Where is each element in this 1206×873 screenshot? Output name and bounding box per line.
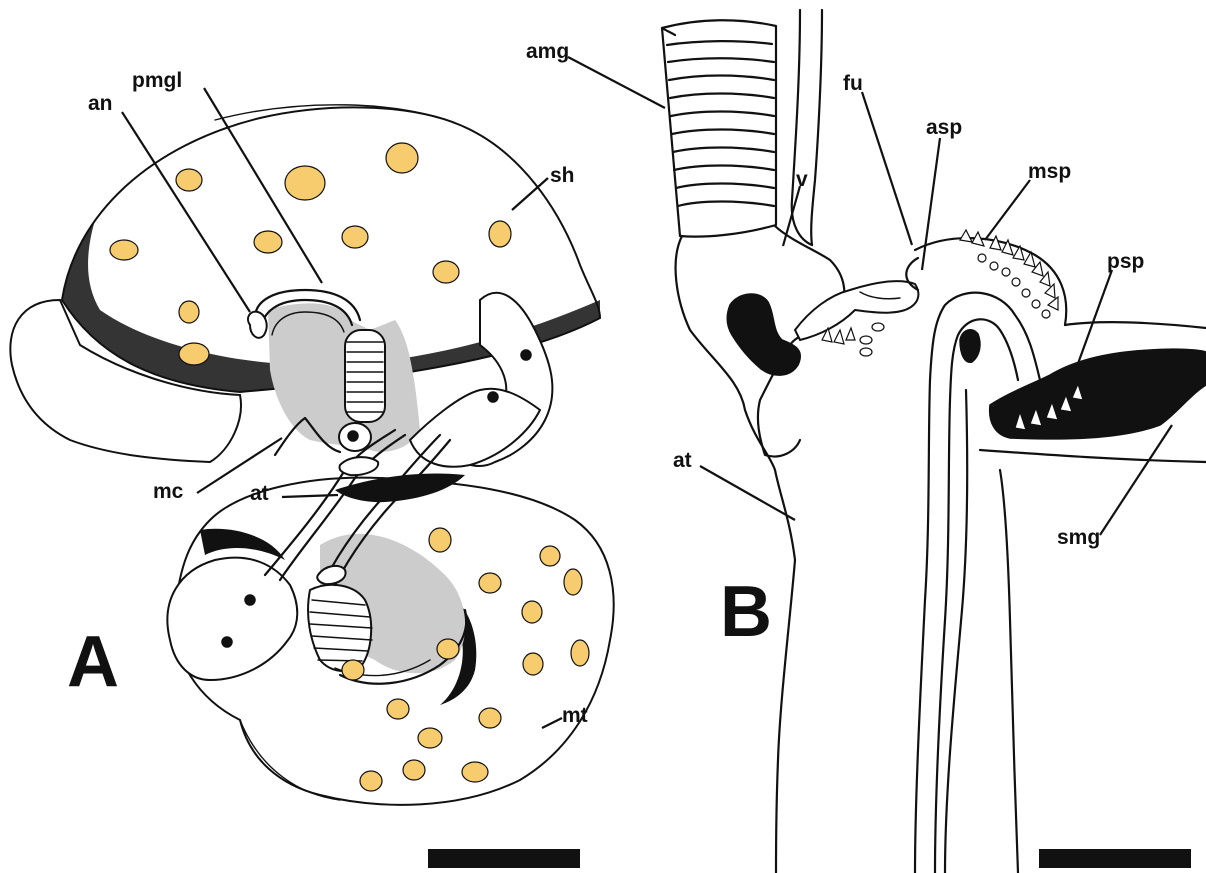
scale-bar-b [1039,849,1191,868]
label-asp: asp [926,116,962,139]
label-mc: mc [153,480,184,503]
inner-dark-tip [960,330,980,363]
label-an: an [88,92,113,115]
upper-head [410,389,540,467]
gland-left [727,294,800,375]
eye-upper-1 [521,350,531,360]
scale-bar-a [428,849,580,868]
eye-upper-2 [488,392,498,402]
label-v: v [796,168,808,191]
leader-amg [568,57,665,108]
label-at-b: at [673,449,692,472]
panel-b: amg fu asp msp v psp at smg B [526,10,1206,873]
panel-label-a: A [67,622,119,702]
beak-structure [795,281,918,340]
label-amg: amg [526,40,569,63]
leader-fu [862,92,912,245]
panel-a: an pmgl sh mc at mt A [10,69,613,868]
label-pmgl: pmgl [132,69,182,92]
panel-label-b: B [720,572,772,652]
amg-column [662,20,776,236]
label-psp: psp [1107,250,1144,273]
label-sh: sh [550,164,575,187]
eye-lower-1 [245,595,255,605]
inner-tube [915,293,1040,873]
leader-smg [1100,425,1172,535]
label-at-a: at [250,482,269,505]
dentate-row [960,230,1058,318]
label-msp: msp [1028,160,1071,183]
eye-lower-2 [222,637,232,647]
leader-msp [985,180,1030,240]
leader-asp [922,138,940,270]
label-mt: mt [562,704,588,727]
posterior-outline [1065,322,1206,328]
label-fu: fu [843,72,863,95]
label-smg: smg [1057,526,1100,549]
